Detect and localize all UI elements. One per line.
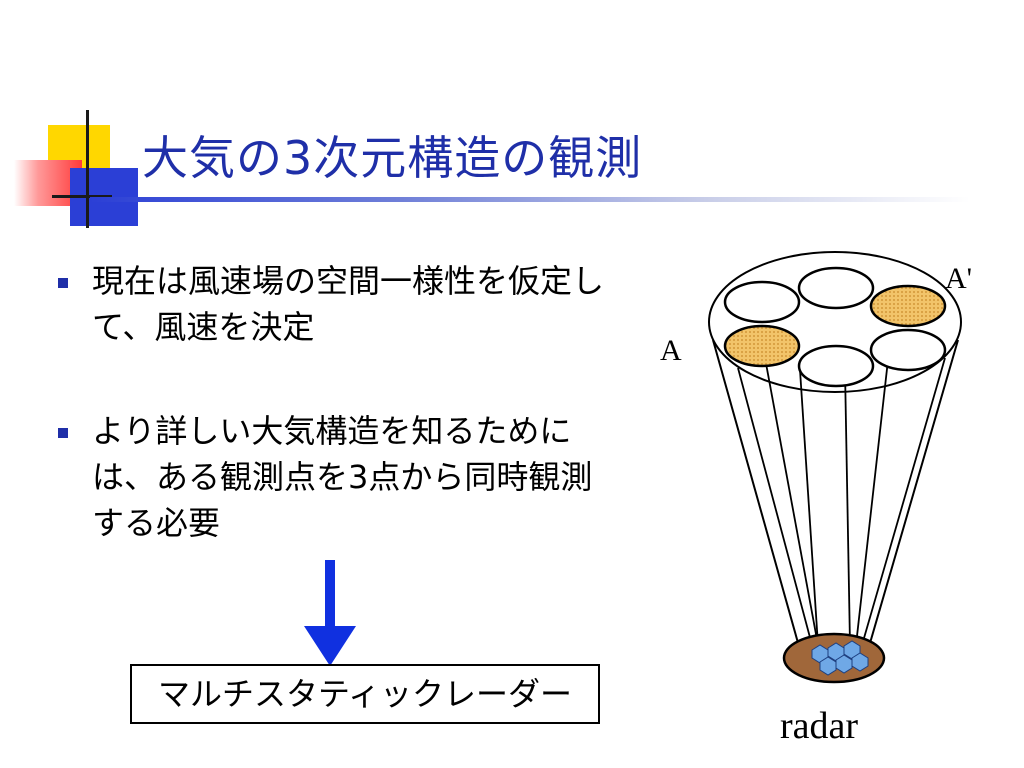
decor-vertical-line <box>86 110 89 228</box>
label-radar: radar <box>780 705 858 747</box>
bullet-text: より詳しい大気構造を知るためには、ある観測点を3点から同時観測する必要 <box>92 412 593 542</box>
label-a: A <box>660 334 682 367</box>
bullet-text: 現在は風速場の空間一様性を仮定して、風速を決定 <box>92 262 605 346</box>
bullet-item: より詳しい大気構造を知るためには、ある観測点を3点から同時観測する必要 <box>58 408 618 546</box>
label-a-prime: A' <box>945 262 972 295</box>
bullet-list: 現在は風速場の空間一様性を仮定して、風速を決定 より詳しい大気構造を知るためには… <box>58 258 618 604</box>
decor-horizontal-line <box>52 195 112 198</box>
title-underline <box>90 197 970 202</box>
bullet-square-icon <box>58 278 68 288</box>
multistatic-radar-box: マルチスタティックレーダー <box>130 664 600 724</box>
bullet-item: 現在は風速場の空間一様性を仮定して、風速を決定 <box>58 258 618 350</box>
beam-footprints <box>723 266 947 388</box>
radar-antenna-icon <box>782 632 886 684</box>
cone-outline <box>708 251 962 651</box>
down-arrow-icon <box>304 560 356 666</box>
bullet-square-icon <box>58 428 68 438</box>
beam-lines <box>737 357 946 646</box>
radar-beam-diagram: A A' radar <box>660 251 972 747</box>
slide-title: 大気の3次元構造の観測 <box>142 131 643 185</box>
